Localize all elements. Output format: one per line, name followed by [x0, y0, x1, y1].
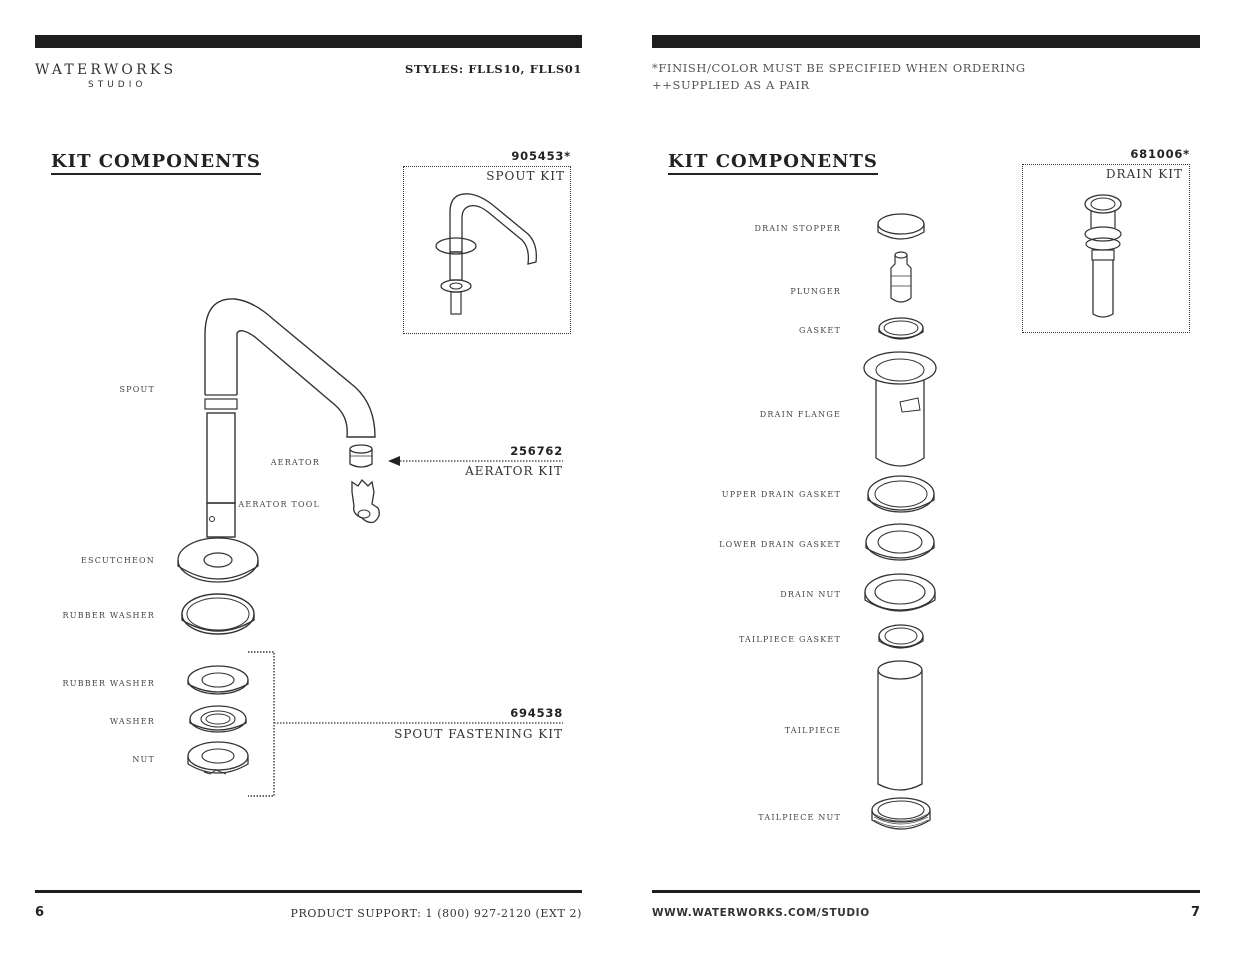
label-plunger: PLUNGER: [790, 287, 841, 296]
lower-drain-gasket-illustration: [865, 523, 935, 561]
finish-note: *FINISH/COLOR MUST BE SPECIFIED WHEN ORD…: [652, 61, 1026, 75]
fastening-kit-name: SPOUT FASTENING KIT: [394, 727, 563, 741]
pair-note: ++SUPPLIED AS A PAIR: [652, 78, 810, 92]
spout-kit-illustration: [435, 193, 537, 315]
left-bottom-rule: [35, 890, 582, 893]
plunger-illustration: [890, 251, 912, 303]
tailpiece-gasket-illustration: [878, 624, 924, 649]
label-rubber-washer-1: RUBBER WASHER: [62, 611, 155, 620]
label-aerator-tool: AERATOR TOOL: [238, 500, 320, 509]
label-drain-nut: DRAIN NUT: [780, 590, 841, 599]
escutcheon-illustration: [177, 537, 259, 583]
label-drain-stopper: DRAIN STOPPER: [754, 224, 841, 233]
fastening-kit-part-number: 694538: [510, 706, 563, 720]
label-nut: NUT: [132, 755, 155, 764]
drain-flange-illustration: [863, 351, 937, 467]
aerator-tool-illustration: [351, 478, 380, 524]
label-rubber-washer-2: RUBBER WASHER: [62, 679, 155, 688]
brand-logo-sub: STUDIO: [88, 80, 147, 90]
spout-kit-box: [403, 166, 571, 334]
label-tailpiece-gasket: TAILPIECE GASKET: [738, 635, 841, 644]
aerator-kit-name: AERATOR KIT: [465, 464, 563, 478]
washer-illustration: [189, 705, 247, 733]
label-gasket: GASKET: [798, 326, 841, 335]
aerator-kit-part-number: 256762: [510, 444, 563, 458]
label-upper-drain-gasket: UPPER DRAIN GASKET: [721, 490, 841, 499]
rubber-washer-1-illustration: [181, 593, 255, 635]
nut-illustration: [187, 741, 249, 775]
label-tailpiece-nut: TAILPIECE NUT: [758, 813, 841, 822]
spout-illustration: [204, 298, 376, 538]
brand-logo: WATERWORKS: [35, 62, 177, 78]
product-support: PRODUCT SUPPORT: 1 (800) 927-2120 (EXT 2…: [290, 907, 582, 920]
drain-stopper-illustration: [877, 213, 925, 240]
spout-kit-name: SPOUT KIT: [486, 169, 565, 183]
label-tailpiece: TAILPIECE: [784, 726, 841, 735]
aerator-kit-arrow: [388, 456, 563, 466]
rubber-washer-2-illustration: [187, 665, 249, 695]
drain-kit-box: [1022, 164, 1190, 333]
label-washer: WASHER: [109, 717, 155, 726]
drain-kit-part-number: 681006*: [1130, 147, 1190, 161]
left-heading: KIT COMPONENTS: [51, 151, 261, 175]
right-page-number: 7: [1190, 905, 1200, 920]
right-top-bar: [652, 35, 1200, 48]
website-link[interactable]: WWW.WATERWORKS.COM/STUDIO: [652, 907, 870, 919]
spout-kit-part-number: 905453*: [511, 149, 571, 163]
drain-nut-illustration: [864, 573, 936, 612]
upper-drain-gasket-illustration: [867, 475, 935, 513]
right-bottom-rule: [652, 890, 1200, 893]
tailpiece-illustration: [877, 660, 923, 791]
left-page-number: 6: [35, 905, 45, 920]
label-spout: SPOUT: [119, 385, 155, 394]
fastening-kit-bracket: [248, 651, 563, 797]
styles-label: STYLES: FLLS10, FLLS01: [405, 62, 582, 76]
drain-kit-name: DRAIN KIT: [1105, 167, 1183, 181]
label-drain-flange: DRAIN FLANGE: [759, 410, 841, 419]
left-top-bar: [35, 35, 582, 48]
label-lower-drain-gasket: LOWER DRAIN GASKET: [719, 540, 841, 549]
drain-kit-illustration: [1084, 194, 1122, 318]
right-heading: KIT COMPONENTS: [668, 151, 878, 175]
aerator-illustration: [349, 444, 373, 468]
label-escutcheon: ESCUTCHEON: [80, 556, 155, 565]
tailpiece-nut-illustration: [871, 797, 931, 830]
gasket-illustration: [878, 317, 924, 340]
label-aerator: AERATOR: [270, 458, 320, 467]
